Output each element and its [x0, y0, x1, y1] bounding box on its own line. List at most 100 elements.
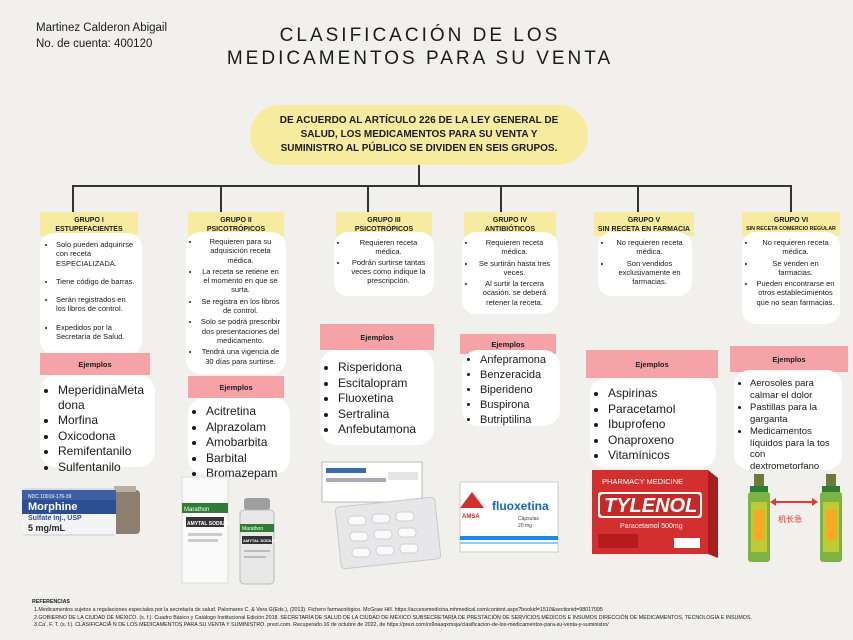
- svg-text:20 mg: 20 mg: [518, 523, 532, 529]
- group-5-description: No requieren receta médica. Son vendidos…: [598, 232, 692, 296]
- list-item: Escitalopram: [338, 376, 428, 391]
- references-title: REFERENCIAS: [32, 599, 70, 605]
- group-5-examples-label: Ejemplos: [586, 350, 718, 378]
- list-item: Expedidos por la Secretaría de Salud.: [56, 323, 136, 342]
- list-item: No requieren receta médica.: [612, 238, 687, 257]
- list-item: Biperideno: [480, 383, 554, 397]
- connector-trunk: [418, 165, 420, 186]
- account-number: No. de cuenta: 400120: [36, 38, 153, 50]
- reference-item: 1.Medicamentos sujetos a regulaciones es…: [34, 606, 603, 613]
- intro-box: DE ACUERDO AL ARTÍCULO 226 DE LA LEY GEN…: [250, 105, 588, 165]
- group-1-title: GRUPO I: [74, 217, 104, 224]
- group-6-description: No requieren receta médica. Se venden en…: [742, 232, 840, 324]
- group-3-description: Requieren receta médica. Podrán surtirse…: [334, 232, 434, 296]
- connector-g1: [72, 185, 74, 212]
- group-2-title: GRUPO II: [220, 217, 252, 224]
- list-item: Medicamentos líquidos para la tos con de…: [750, 426, 836, 472]
- list-item: Pastillas para la garganta: [750, 402, 836, 425]
- list-item: Benzeracida: [480, 368, 554, 382]
- group-1-examples-label: Ejemplos: [40, 353, 150, 375]
- list-item: Son vendidos exclusivamente en farmacias…: [612, 259, 687, 287]
- list-item: Remifentanilo: [58, 444, 149, 459]
- list-item: Se surtirán hasta tres veces.: [476, 259, 553, 278]
- list-item: Sertralina: [338, 407, 428, 422]
- fluoxetina-box-image: AMSA fluoxetina Cápsulas 20 mg: [458, 478, 560, 556]
- group-2-examples: Acitretina Alprazolam Amobarbita Barbita…: [188, 398, 290, 480]
- svg-text:AMYTAL SODIUM: AMYTAL SODIUM: [243, 538, 277, 543]
- list-item: Onaproxeno: [608, 433, 710, 448]
- group-1-subtitle: ESTUPEFACIENTES: [55, 226, 123, 233]
- svg-text:AMSA: AMSA: [462, 514, 480, 520]
- list-item: La receta se retiene en el momento en qu…: [200, 267, 281, 295]
- svg-text:fluoxetina: fluoxetina: [492, 499, 549, 513]
- title-line-2: MEDICAMENTOS PARA SU VENTA: [226, 48, 614, 69]
- list-item: Alprazolam: [206, 420, 284, 435]
- list-item: Aspirinas: [608, 386, 710, 401]
- spray-bottles-image: 机长急: [746, 470, 844, 568]
- list-item: Risperidona: [338, 360, 428, 375]
- page-title: CLASIFICACIÓN DE LOS MEDICAMENTOS PARA S…: [170, 24, 670, 70]
- list-item: Amobarbita: [206, 435, 284, 450]
- title-line-1: CLASIFICACIÓN DE LOS: [279, 25, 561, 46]
- list-item: Tiene código de barras.: [56, 277, 136, 286]
- list-item: Butriptilina: [480, 413, 554, 427]
- connector-g5: [637, 185, 639, 212]
- references: REFERENCIAS 1.Medicamentos sujetos a reg…: [32, 599, 832, 630]
- list-item: Aerosoles para calmar el dolor: [750, 378, 836, 401]
- list-item: Morfina: [58, 413, 149, 428]
- group-6-examples-label: Ejemplos: [730, 346, 848, 372]
- svg-text:Marathon: Marathon: [242, 526, 263, 532]
- list-item: Sulfentanilo: [58, 460, 149, 475]
- svg-text:Sulfate Inj., USP: Sulfate Inj., USP: [28, 515, 82, 522]
- list-item: Requieren para su adquisición receta méd…: [200, 237, 281, 265]
- group-4-subtitle: ANTIBIÓTICOS: [484, 226, 536, 233]
- list-item: Ibuprofeno: [608, 417, 710, 432]
- author-info: Martinez Calderon Abigail No. de cuenta:…: [36, 20, 167, 52]
- group-2-description: Requieren para su adquisición receta méd…: [186, 232, 286, 374]
- list-item: Anfepramona: [480, 353, 554, 367]
- connector-g6: [790, 185, 792, 212]
- group-1-description: Solo pueden adquirirse con receta ESPECI…: [40, 233, 142, 355]
- list-item: Al surtir la tercera ocasión. se deberá …: [476, 279, 553, 307]
- group-5-examples: Aspirinas Paracetamol Ibuprofeno Onaprox…: [590, 378, 716, 468]
- list-item: Acitretina: [206, 404, 284, 419]
- group-6-subtitle: SIN RECETA COMERCIO REGULAR: [746, 226, 836, 232]
- group-4-description: Requieren receta médica. Se surtirán has…: [462, 232, 558, 314]
- connector-horizontal: [72, 185, 791, 187]
- connector-g3: [367, 185, 369, 212]
- list-item: Se venden en farmacias.: [756, 259, 835, 278]
- svg-text:AMYTAL SODIUM: AMYTAL SODIUM: [187, 521, 229, 527]
- list-item: Anfebutamona: [338, 422, 428, 437]
- group-3-title: GRUPO III: [367, 217, 401, 224]
- svg-text:机长急: 机长急: [778, 514, 802, 524]
- list-item: Requieren receta médica.: [476, 238, 553, 257]
- amytal-vial-image: Marathon AMYTAL SODIUM: [236, 498, 278, 586]
- morphine-vial-image: NDC 10019-176-39 Morphine Sulfate Inj., …: [20, 478, 144, 548]
- group-2-examples-label: Ejemplos: [188, 376, 284, 398]
- group-4-examples: Anfepramona Benzeracida Biperideno Buspi…: [462, 350, 560, 426]
- group-6-title: GRUPO VI: [773, 217, 809, 224]
- svg-text:Morphine: Morphine: [28, 501, 78, 513]
- list-item: Vitamínicos: [608, 448, 710, 463]
- connector-g2: [220, 185, 222, 212]
- svg-text:NDC 10019-176-39: NDC 10019-176-39: [28, 494, 72, 500]
- tylenol-box-image: PHARMACY MEDICINE TYLENOL Paracetamol 50…: [590, 468, 720, 558]
- list-item: Buspirona: [480, 398, 554, 412]
- list-item: Paracetamol: [608, 402, 710, 417]
- svg-text:TYLENOL: TYLENOL: [604, 495, 697, 517]
- list-item: Solo pueden adquirirse con receta ESPECI…: [56, 240, 136, 268]
- group-3-subtitle: PSICOTRÓPICOS: [354, 226, 414, 233]
- group-2-subtitle: PSICOTRÓPICOS: [206, 226, 266, 233]
- list-item: Oxicodona: [58, 429, 149, 444]
- list-item: Tendrá una vigencia de 30 días para surt…: [200, 347, 281, 366]
- group-1-examples: MeperidinaMetadona Morfina Oxicodona Rem…: [40, 375, 155, 474]
- list-item: Requieren receta médica.: [348, 238, 429, 257]
- list-item: Serán registrados en los libros de contr…: [56, 295, 136, 314]
- list-item: MeperidinaMetadona: [58, 383, 149, 412]
- group-4-title: GRUPO IV: [492, 217, 528, 224]
- list-item: Fluoxetina: [338, 391, 428, 406]
- group-5-subtitle: SIN RECETA EN FARMACIA: [597, 226, 691, 233]
- group-3-examples: Risperidona Escitalopram Fluoxetina Sert…: [320, 350, 434, 445]
- list-item: Se registra en los libros de control.: [200, 297, 281, 316]
- svg-text:Cápsulas: Cápsulas: [518, 516, 539, 522]
